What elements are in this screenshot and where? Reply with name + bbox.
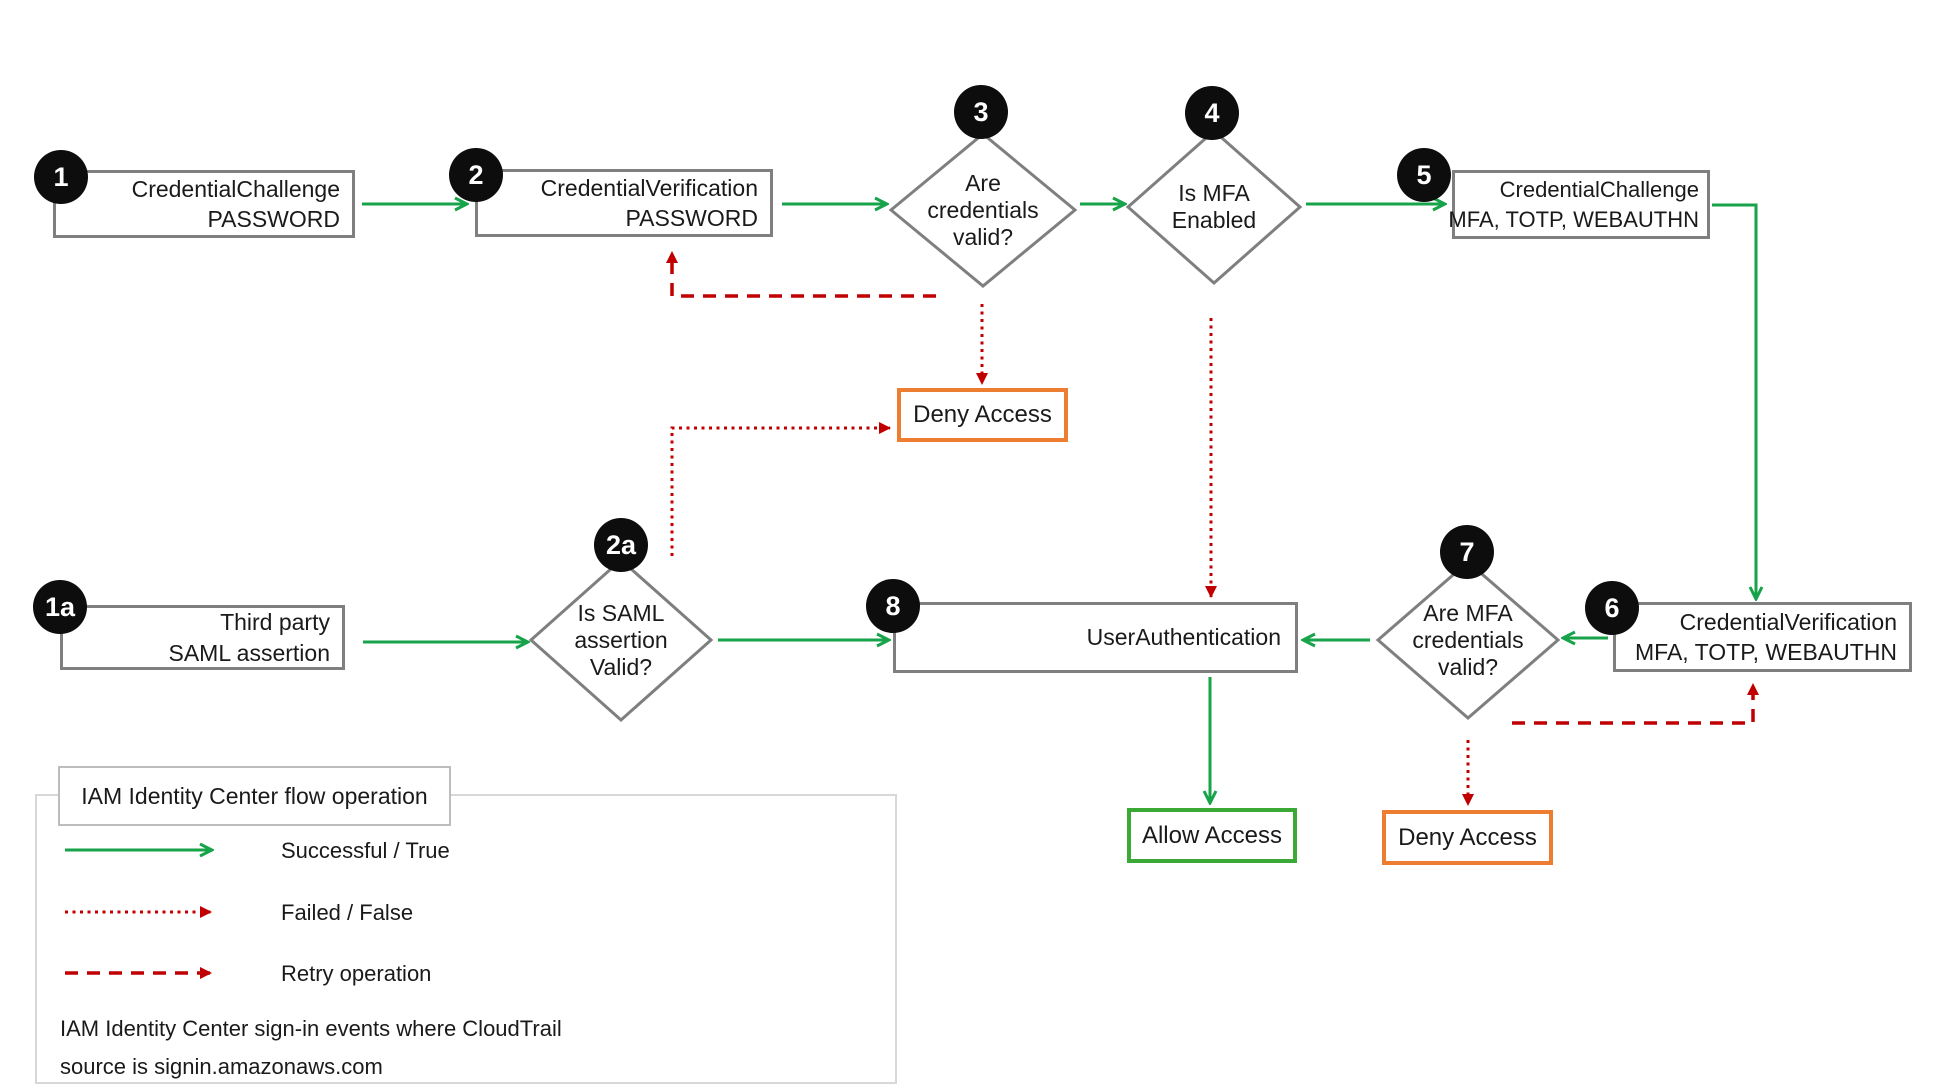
node-credential-verification-password: CredentialVerification PASSWORD: [475, 169, 773, 237]
step-badge-6: 6: [1585, 581, 1639, 635]
decision-line: Is SAML: [577, 600, 665, 626]
legend-solid-green-arrow: [65, 841, 223, 859]
node-line: CredentialChallenge: [131, 175, 340, 202]
legend-caption-line-2: source is signin.amazonaws.com: [60, 1054, 383, 1079]
node-credential-challenge-mfa: CredentialChallenge MFA, TOTP, WEBAUTHN: [1448, 170, 1710, 239]
legend-caption: IAM Identity Center sign-in events where…: [60, 1010, 562, 1086]
legend-label: Successful / True: [281, 838, 450, 863]
legend-caption-line-1: IAM Identity Center sign-in events where…: [60, 1016, 562, 1041]
node-line: SAML assertion: [168, 639, 331, 666]
decision-3-diamond: [888, 132, 1078, 288]
step-badge-1a: 1a: [33, 580, 87, 634]
decision-line: Is MFA: [1178, 180, 1250, 206]
decision-7-diamond: [1375, 560, 1561, 720]
allow-access-label: Allow Access: [1141, 821, 1283, 849]
decision-line: Are: [965, 170, 1001, 196]
node-credential-challenge-password: CredentialChallenge PASSWORD: [53, 170, 355, 238]
node-line: MFA, TOTP, WEBAUTHN: [1448, 206, 1699, 232]
node-line: PASSWORD: [207, 206, 340, 232]
deny-access-box-top: Deny Access: [897, 388, 1068, 442]
arrow-retry-3-to-2: [666, 251, 936, 298]
step-badge-7: 7: [1440, 525, 1494, 579]
decision-7-text: Are MFA credentials valid?: [1383, 600, 1553, 681]
decision-line: credentials: [927, 197, 1039, 223]
node-line: Third party: [220, 609, 330, 636]
step-badge-3: 3: [954, 85, 1008, 139]
legend-dashed-red-arrow: [65, 967, 212, 979]
decision-2a-diamond: [528, 557, 714, 723]
node-line: MFA, TOTP, WEBAUTHN: [1635, 639, 1897, 665]
node-line: CredentialChallenge: [1499, 177, 1699, 203]
decision-line: credentials: [1412, 627, 1524, 653]
node-user-authentication: UserAuthentication: [893, 602, 1298, 673]
arrow-retry-7-to-6: [1512, 683, 1759, 725]
allow-access-box: Allow Access: [1127, 808, 1297, 863]
step-badge-5: 5: [1397, 148, 1451, 202]
node-line: UserAuthentication: [1086, 624, 1281, 651]
legend-dotted-red-arrow: [65, 906, 212, 918]
step-badge-8: 8: [866, 579, 920, 633]
deny-access-label: Deny Access: [913, 401, 1052, 428]
decision-3-text: Are credentials valid?: [898, 170, 1068, 251]
step-badge-1: 1: [34, 150, 88, 204]
legend-title: IAM Identity Center flow operation: [58, 766, 451, 826]
decision-4-text: Is MFA Enabled: [1129, 180, 1299, 234]
node-line: CredentialVerification: [1679, 608, 1897, 635]
decision-2a-text: Is SAML assertion Valid?: [536, 600, 706, 681]
deny-access-box-bottom: Deny Access: [1382, 810, 1553, 865]
legend-label: Failed / False: [281, 900, 414, 925]
decision-line: Valid?: [589, 654, 653, 680]
deny-access-label: Deny Access: [1398, 823, 1537, 851]
decision-line: assertion: [574, 627, 668, 653]
decision-line: Are MFA: [1423, 600, 1513, 626]
node-line: PASSWORD: [625, 205, 758, 231]
step-badge-2a: 2a: [594, 518, 648, 572]
node-line: CredentialVerification: [540, 174, 758, 201]
node-credential-verification-mfa: CredentialVerification MFA, TOTP, WEBAUT…: [1613, 602, 1912, 672]
legend-label: Retry operation: [281, 961, 432, 986]
decision-line: Enabled: [1171, 207, 1257, 233]
step-badge-4: 4: [1185, 86, 1239, 140]
decision-line: valid?: [1437, 654, 1499, 680]
decision-line: valid?: [952, 224, 1014, 250]
step-badge-2: 2: [449, 148, 503, 202]
arrow-failed-2a-to-deny: [670, 422, 891, 556]
node-third-party-saml: Third party SAML assertion: [60, 605, 345, 670]
legend: IAM Identity Center flow operation Succe…: [35, 766, 897, 1086]
arrow-success-5-to-6: [1712, 203, 1756, 598]
decision-4-diamond: [1125, 128, 1303, 286]
